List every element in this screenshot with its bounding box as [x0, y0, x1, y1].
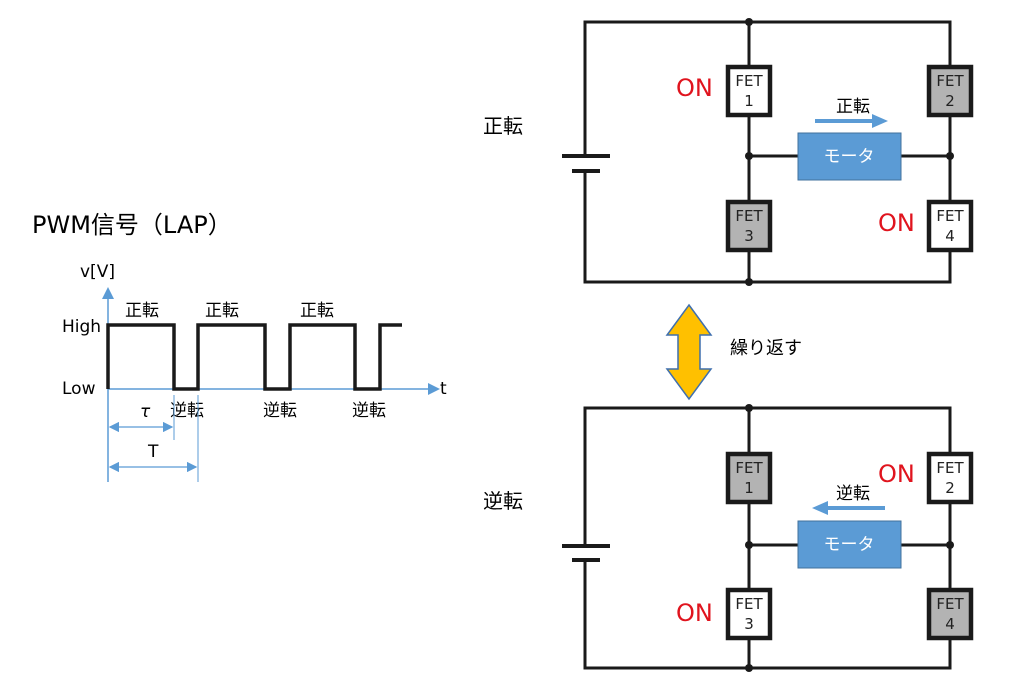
top-on-label-fet1: ON	[676, 74, 713, 102]
top-direction-label: 正転	[836, 97, 870, 117]
top-mode-label: 正転	[483, 114, 523, 138]
bottom-fet-4	[926, 587, 974, 641]
junction-dot	[745, 278, 753, 286]
junction-dot	[946, 541, 954, 549]
forward-label-1: 正転	[125, 301, 159, 321]
tau-label: τ	[140, 402, 151, 422]
period-label: T	[147, 442, 159, 462]
bottom-fet-2-name: FET	[936, 459, 964, 477]
top-fet-4-name: FET	[936, 207, 964, 225]
bottom-fet-3-name: FET	[735, 595, 763, 613]
left-arrow-icon	[812, 501, 828, 515]
reverse-label-1: 逆転	[170, 401, 204, 421]
forward-label-2: 正転	[205, 301, 239, 321]
pwm-waveform	[106, 323, 402, 391]
y-axis-label: v[V]	[80, 262, 115, 282]
reverse-label-3: 逆転	[352, 401, 386, 421]
bottom-direction-label: 逆転	[836, 484, 870, 504]
repeat-label: 繰り返す	[730, 338, 802, 359]
bottom-fet-1-name: FET	[735, 459, 763, 477]
junction-dot	[745, 664, 753, 672]
reverse-label-2: 逆転	[263, 401, 297, 421]
top-fet-4-num: 4	[945, 227, 955, 245]
top-fet-2	[926, 64, 974, 118]
bottom-fet-4-num: 4	[945, 615, 955, 633]
top-fet-3	[725, 199, 773, 253]
top-on-label-fet4: ON	[878, 209, 915, 237]
bottom-circuit: 逆転 FET 1 FET 2 FET 3 FET 4 ON ON モータ 逆転	[483, 404, 974, 672]
bottom-fet-3	[725, 587, 773, 641]
double-arrow-icon	[665, 303, 713, 401]
bottom-fet-4-name: FET	[936, 595, 964, 613]
right-arrow-icon	[872, 114, 888, 128]
pwm-section: PWM信号（LAP） v[V] High Low t 正転 正転 正転 逆転 逆…	[32, 211, 447, 482]
top-fet-3-name: FET	[735, 207, 763, 225]
bottom-fet-3-num: 3	[744, 615, 754, 633]
x-axis-label: t	[440, 379, 447, 399]
junction-dot	[745, 404, 753, 412]
bottom-mode-label: 逆転	[483, 489, 523, 513]
top-fet-1	[725, 64, 773, 118]
junction-dot	[946, 152, 954, 160]
bottom-fet-2	[926, 451, 974, 505]
level-low-label: Low	[62, 379, 96, 399]
top-fet-1-name: FET	[735, 72, 763, 90]
bottom-motor	[797, 520, 902, 569]
junction-dot	[745, 541, 753, 549]
bottom-fet-1	[725, 451, 773, 505]
bottom-fet-1-num: 1	[744, 479, 754, 497]
top-motor	[797, 132, 902, 181]
bottom-on-label-fet2: ON	[878, 460, 915, 488]
junction-dot	[745, 18, 753, 26]
pwm-title: PWM信号（LAP）	[32, 211, 232, 239]
top-fet-2-num: 2	[945, 92, 955, 110]
top-motor-label: モータ	[824, 147, 875, 167]
top-fet-1-num: 1	[744, 92, 754, 110]
repeat-arrow: 繰り返す	[665, 303, 802, 401]
bottom-on-label-fet3: ON	[676, 599, 713, 627]
top-circuit: 正転 FET 1 FET 2 FET 3 FET 4 ON ON	[483, 18, 974, 286]
forward-label-3: 正転	[300, 301, 334, 321]
top-fet-4	[926, 199, 974, 253]
bottom-fet-2-num: 2	[945, 479, 955, 497]
top-fet-2-name: FET	[936, 72, 964, 90]
bottom-outer-wire	[583, 406, 952, 670]
top-fet-3-num: 3	[744, 227, 754, 245]
level-high-label: High	[62, 317, 101, 337]
bottom-motor-label: モータ	[824, 535, 875, 555]
junction-dot	[745, 152, 753, 160]
